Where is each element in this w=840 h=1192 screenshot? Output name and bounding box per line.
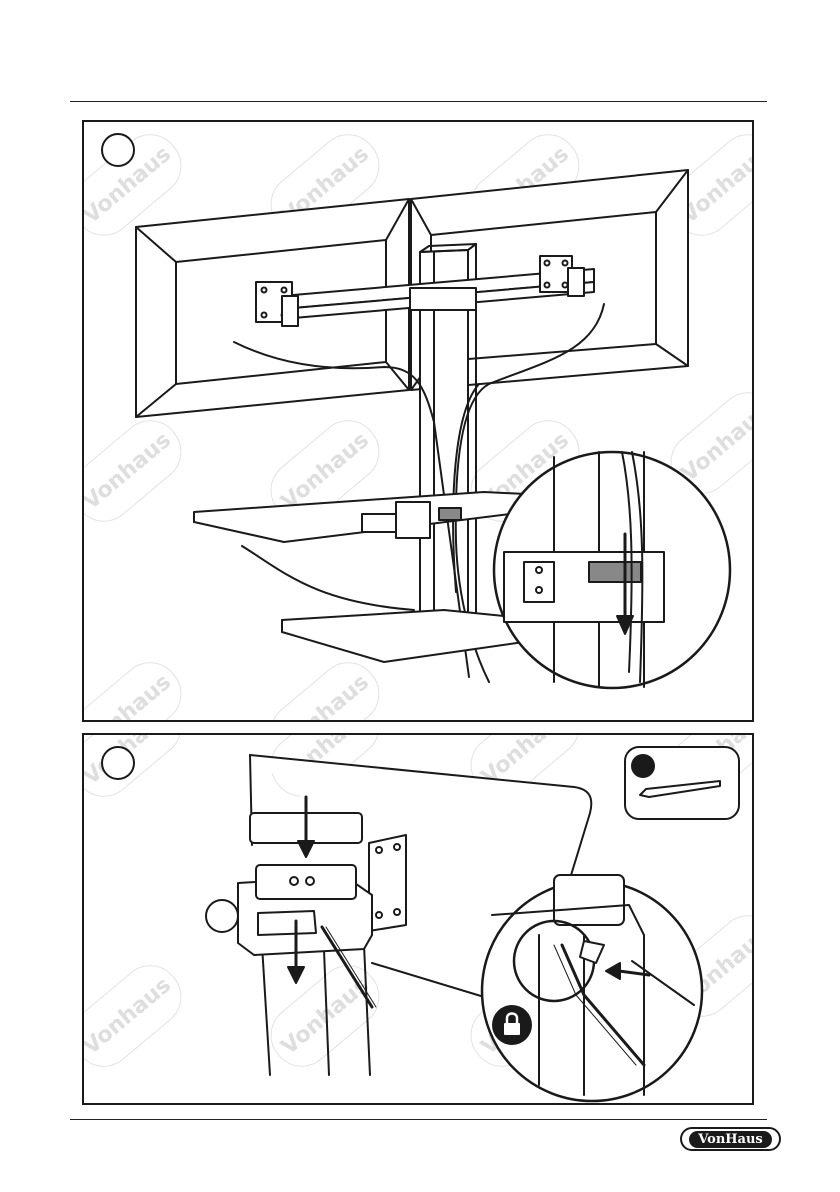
bracket-install-illustration [84, 735, 754, 1105]
padlock-icon [492, 1005, 532, 1045]
down-arrow-icon [288, 967, 304, 983]
header-rule [70, 101, 767, 102]
step-panel-1: Vonhaus Vonhaus Vonhaus Vonhaus Vonhaus … [82, 120, 754, 722]
step-panel-2: Vonhaus Vonhaus Vonhaus Vonhaus Vonhaus … [82, 733, 754, 1105]
step-number-badge [101, 133, 135, 167]
down-arrow-icon [298, 841, 314, 857]
step-number-badge [101, 746, 135, 780]
vonhaus-logo: VonHaus [680, 1127, 781, 1151]
logo-text: VonHaus [689, 1131, 772, 1148]
monitor-stand-illustration [84, 122, 754, 722]
footer-rule [70, 1119, 767, 1120]
